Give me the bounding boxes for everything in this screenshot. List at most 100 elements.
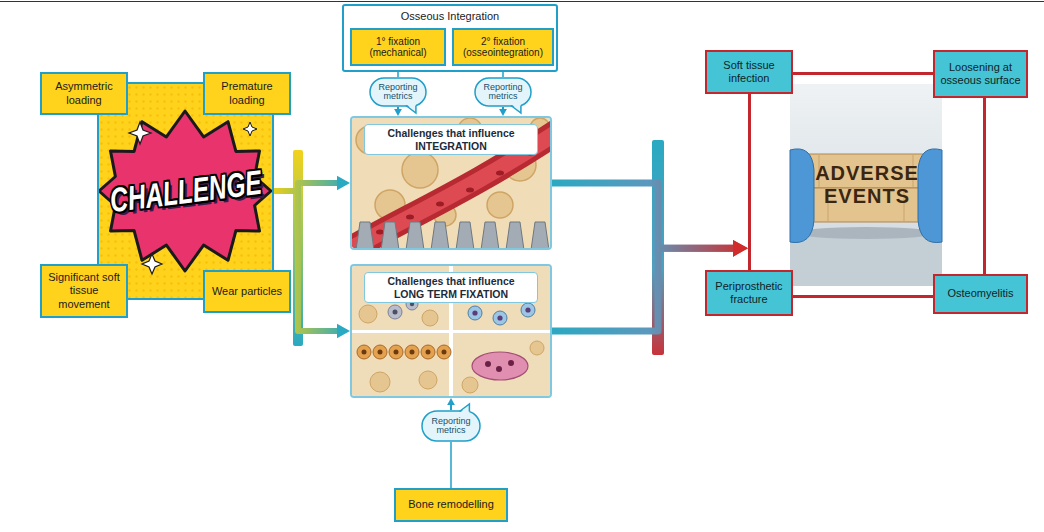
remodelling-illustration-part: [352, 266, 550, 396]
box-label: 1° fixation (mechanical): [355, 36, 441, 59]
event-box: Loosening at osseous surface: [933, 50, 1028, 98]
integration-illustration-part-part: [376, 230, 384, 235]
integration-illustration: [352, 118, 550, 248]
remodelling-illustration-part: [359, 305, 544, 393]
box-label: Loosening at osseous surface: [939, 61, 1022, 87]
integration-illustration-part-part: [356, 222, 374, 248]
bubble-body: [422, 411, 480, 441]
box-label: Premature loading: [209, 80, 285, 106]
remodelling-illustration-part: [472, 352, 528, 380]
speech-bubble: Reporting metrics: [369, 77, 427, 107]
remodelling-illustration-part-part: [357, 345, 371, 359]
integration-illustration-part-part: [431, 222, 449, 248]
connector-line: [450, 442, 452, 488]
integration-illustration-part-part: [381, 222, 399, 248]
remodelling-illustration-part-part: [497, 315, 502, 320]
figure-rule: [0, 1, 1044, 2]
photo-caption: ADVERSE EVENTS: [802, 162, 932, 208]
adverse-events-photo: [790, 84, 942, 286]
remodelling-illustration-part-part: [421, 345, 435, 359]
illustration-panel: Challenges that influence LONG TERM FIXA…: [350, 264, 552, 398]
box-label: Osteomyelitis: [947, 287, 1013, 300]
remodelling-illustration-part: [453, 333, 550, 396]
connector-arrow: [447, 398, 455, 410]
remodelling-illustration-part-part: [394, 350, 399, 355]
integration-illustration-part-part: [496, 171, 504, 176]
panel-title: Challenges that influence LONG TERM FIXA…: [364, 272, 538, 303]
remodelling-illustration-part-part: [521, 303, 535, 317]
integration-illustration-part-part: [402, 152, 438, 188]
event-box: Periprosthetic fracture: [705, 270, 793, 316]
remodelling-illustration-part: [357, 345, 451, 359]
box-label: Wear particles: [212, 285, 282, 298]
bubble-tail-outline: [511, 106, 521, 114]
remodelling-illustration-part-part: [472, 310, 477, 315]
remodelling-illustration-part-part: [462, 377, 478, 393]
remodelling-illustration-part-part: [530, 341, 544, 355]
box-label: Bone remodelling: [408, 498, 494, 511]
integration-illustration-part-part: [436, 202, 444, 207]
factor-box: Significant soft tissue movement: [40, 264, 128, 318]
integration-illustration-part-part: [406, 222, 424, 248]
remodelling-illustration-part-part: [405, 345, 419, 359]
integration-illustration-part: [356, 118, 550, 226]
remodelling-illustration-part-part: [485, 361, 491, 367]
remodelling-illustration-part-part: [468, 306, 482, 320]
remodelling-illustration: [352, 266, 550, 396]
arrowhead: [733, 240, 748, 257]
fixation-box: 2° fixation (osseointegration): [452, 28, 554, 66]
connector-line: [552, 183, 734, 248]
connector-arrow: [451, 442, 452, 488]
remodelling-illustration-part-part: [496, 366, 502, 372]
integration-illustration-part-part: [406, 215, 414, 220]
remodelling-illustration-part-part: [373, 345, 387, 359]
burst-title: CHALLENGE: [108, 162, 264, 219]
arrowhead: [499, 109, 507, 116]
speech-bubble: Reporting metrics: [421, 410, 481, 442]
box-label: Significant soft tissue movement: [46, 271, 122, 311]
adverse-events-photo-part: [790, 236, 942, 286]
integration-illustration-part-part: [456, 222, 474, 248]
box-label: 2° fixation (osseointegration): [457, 36, 549, 59]
challenge-burst-part: [142, 254, 162, 274]
bubble-body: [370, 78, 426, 106]
remodelling-illustration-part-part: [410, 350, 415, 355]
integration-illustration-part: [356, 222, 549, 248]
remodelling-illustration-part-part: [362, 350, 367, 355]
challenge-burst-part: [243, 122, 257, 136]
bubble-label: Reporting metrics: [425, 417, 477, 436]
bubble-tail-outline: [406, 106, 416, 114]
event-box: Osteomyelitis: [933, 274, 1028, 314]
adverse-events-photo-part: [796, 227, 936, 239]
illustration-panel: Challenges that influence INTEGRATION: [350, 116, 552, 250]
remodelling-illustration-part-part: [525, 307, 530, 312]
remodelling-illustration-part-part: [419, 371, 437, 389]
challenge-burst-part: [99, 111, 271, 271]
integration-illustration-part-part: [481, 222, 499, 248]
arrowhead: [337, 324, 350, 338]
integration-illustration-part-part: [487, 192, 513, 218]
fixation-box: 1° fixation (mechanical): [350, 28, 446, 66]
adverse-events-photo-part: [918, 149, 942, 243]
remodelling-illustration-part-part: [370, 372, 390, 392]
remodelling-illustration-part-part: [422, 310, 438, 326]
remodelling-illustration-part-part: [378, 350, 383, 355]
bubble-label: Reporting metrics: [373, 83, 423, 102]
arrowhead: [337, 176, 350, 190]
remodelling-illustration-part: [352, 333, 449, 396]
bubble-tail: [511, 104, 521, 114]
event-box: Soft tissue infection: [705, 50, 793, 94]
remodelling-illustration-part: [468, 303, 535, 325]
arrowhead: [394, 109, 402, 116]
arrowhead: [447, 398, 455, 405]
factor-box: Wear particles: [203, 270, 291, 313]
remodelling-illustration-part: [485, 360, 514, 372]
process-box: Bone remodelling: [394, 488, 508, 522]
connector-arrow: [499, 107, 507, 116]
integration-illustration-part-part: [531, 222, 549, 248]
panel-title: Challenges that influence INTEGRATION: [364, 124, 538, 155]
remodelling-illustration-part: [393, 302, 415, 315]
remodelling-illustration-part-part: [442, 350, 447, 355]
remodelling-illustration-part-part: [437, 345, 451, 359]
